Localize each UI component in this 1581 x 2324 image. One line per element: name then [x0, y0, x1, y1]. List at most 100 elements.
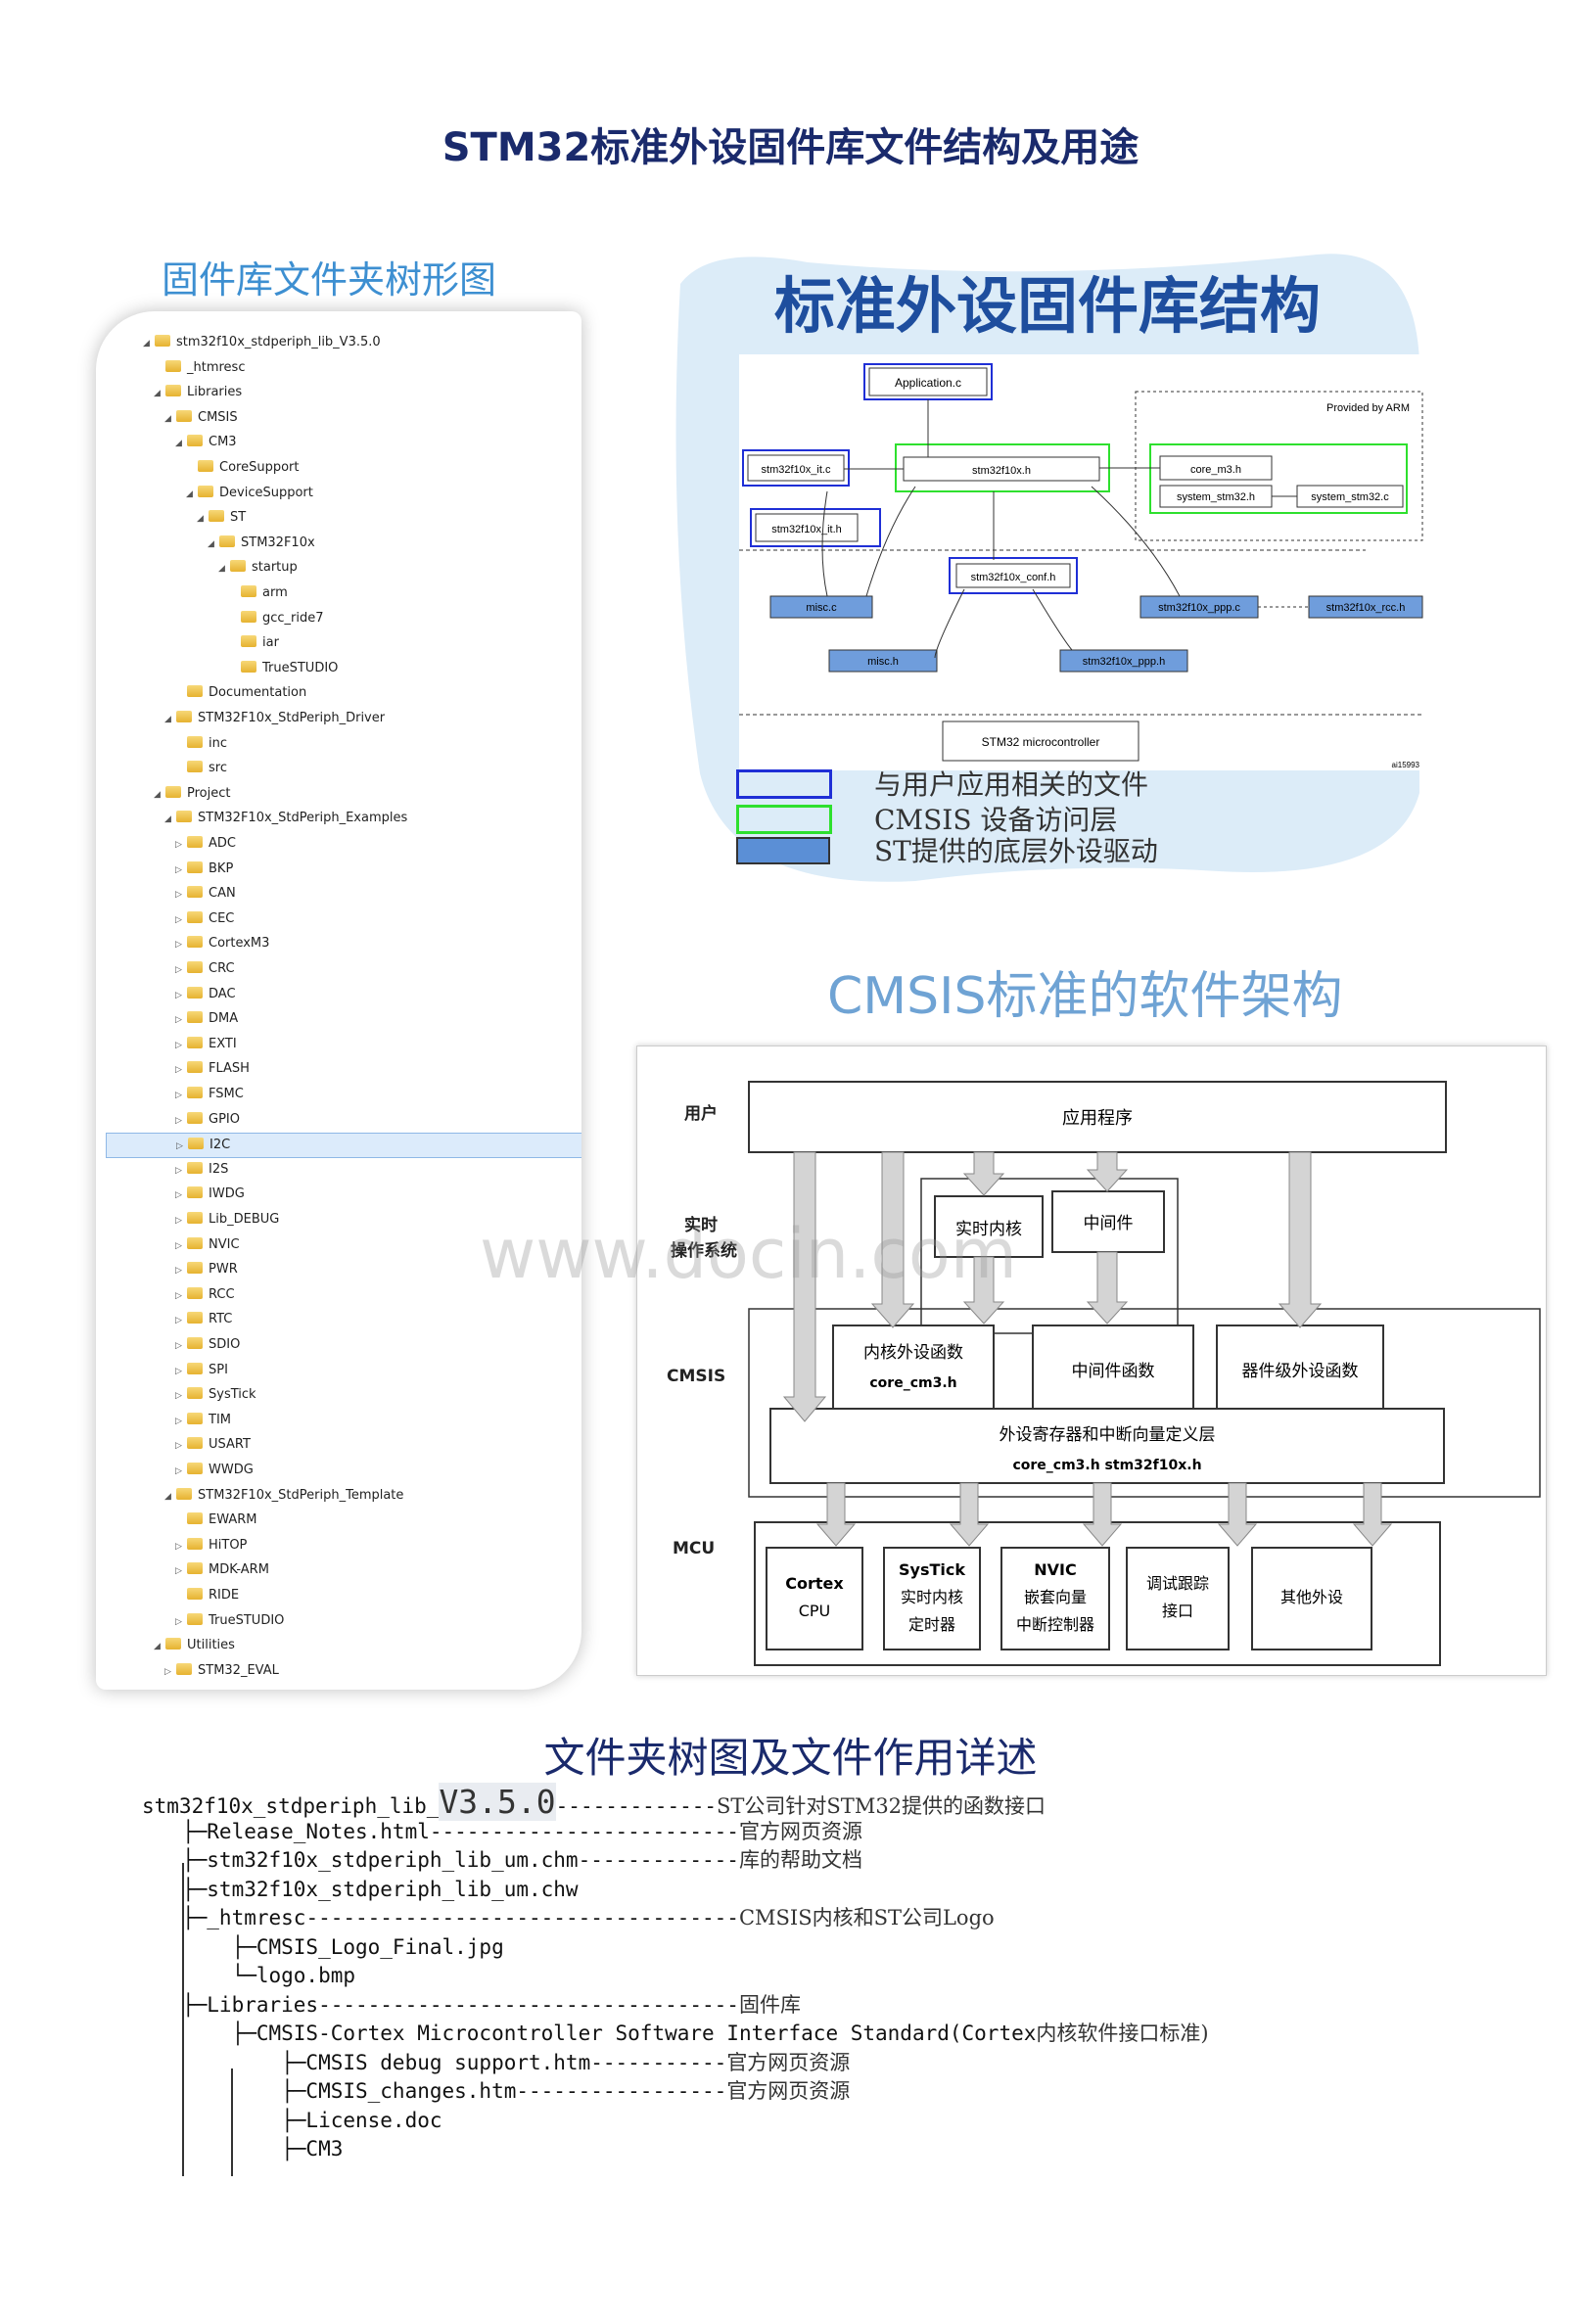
expand-toggle-icon[interactable]: ▷	[175, 1015, 182, 1026]
expand-toggle-icon[interactable]: ▷	[175, 1316, 182, 1326]
expand-toggle-icon[interactable]: ◢	[143, 339, 150, 349]
tree-folder-row[interactable]: ◢STM32F10x_StdPeriph_Template	[164, 1484, 403, 1508]
tree-folder-row[interactable]: ◢CMSIS	[164, 406, 238, 430]
expand-toggle-icon[interactable]: ◢	[154, 1642, 161, 1652]
tree-folder-row[interactable]: ▷I2C	[106, 1133, 581, 1159]
expand-toggle-icon[interactable]: ▷	[175, 1366, 182, 1376]
expand-toggle-icon[interactable]: ◢	[164, 1491, 171, 1502]
expand-toggle-icon[interactable]: ◢	[186, 488, 193, 499]
expand-toggle-icon[interactable]: ▷	[175, 1115, 182, 1126]
tree-folder-row[interactable]: inc	[175, 732, 227, 756]
tree-folder-row[interactable]: ▷CEC	[175, 907, 234, 931]
expand-toggle-icon[interactable]: ▷	[175, 1190, 182, 1201]
expand-toggle-icon[interactable]: ▷	[176, 1141, 183, 1152]
tree-folder-row[interactable]: ▷TIM	[175, 1409, 231, 1432]
expand-toggle-icon[interactable]: ▷	[175, 1091, 182, 1100]
tree-folder-row[interactable]: ▷SysTick	[175, 1383, 256, 1407]
tree-folder-row[interactable]: ◢Project	[154, 782, 230, 806]
tree-folder-row[interactable]: ▷NVIC	[175, 1233, 240, 1257]
expand-toggle-icon[interactable]: ▷	[175, 1441, 182, 1452]
tree-folder-row[interactable]: ▷CAN	[175, 882, 236, 906]
tree-folder-row[interactable]: ▷DAC	[175, 983, 236, 1006]
expand-toggle-icon[interactable]: ▷	[175, 1040, 182, 1050]
tree-folder-row[interactable]: ▷TrueSTUDIO	[175, 1609, 284, 1633]
tree-folder-row[interactable]: ▷I2S	[175, 1158, 228, 1182]
expand-toggle-icon[interactable]: ◢	[164, 814, 171, 825]
tree-folder-row[interactable]: iar	[229, 631, 279, 655]
tree-folder-row[interactable]: ▷HiTOP	[175, 1534, 247, 1557]
tree-folder-row[interactable]: ▷MDK-ARM	[175, 1558, 269, 1582]
tree-folder-row[interactable]: ◢stm32f10x_stdperiph_lib_V3.5.0	[143, 331, 381, 354]
tree-folder-row[interactable]: _htmresc	[154, 356, 245, 380]
expand-toggle-icon[interactable]: ◢	[218, 564, 225, 575]
expand-toggle-icon[interactable]: ◢	[197, 514, 204, 525]
tree-folder-row[interactable]: ▷USART	[175, 1433, 251, 1457]
tree-folder-row[interactable]: ▷FSMC	[175, 1083, 244, 1106]
tree-folder-row[interactable]: ▷IWDG	[175, 1183, 245, 1206]
expand-toggle-icon[interactable]: ▷	[164, 1666, 171, 1677]
tree-folder-row[interactable]: ▷RCC	[175, 1283, 235, 1307]
expand-toggle-icon[interactable]: ▷	[175, 1541, 182, 1552]
expand-toggle-icon[interactable]: ◢	[164, 715, 171, 724]
tree-folder-row[interactable]: ▷SDIO	[175, 1333, 240, 1357]
tree-folder-row[interactable]: ◢CM3	[175, 431, 237, 454]
tree-folder-row[interactable]: ▷GPIO	[175, 1108, 240, 1132]
tree-folder-row[interactable]: ▷CRC	[175, 957, 235, 981]
expand-toggle-icon[interactable]: ▷	[175, 940, 182, 951]
tree-folder-row[interactable]: ▷STM32_EVAL	[164, 1659, 279, 1683]
tree-folder-row[interactable]: ▷Lib_DEBUG	[175, 1208, 279, 1232]
folder-tree-panel[interactable]: ◢stm32f10x_stdperiph_lib_V3.5.0_htmresc◢…	[96, 311, 581, 1690]
expand-toggle-icon[interactable]: ▷	[175, 1065, 182, 1076]
expand-toggle-icon[interactable]: ◢	[175, 439, 182, 449]
tree-folder-row[interactable]: arm	[229, 581, 288, 605]
expand-toggle-icon[interactable]: ▷	[175, 1391, 182, 1402]
tree-folder-row[interactable]: ▷DMA	[175, 1007, 238, 1031]
expand-toggle-icon[interactable]: ▷	[175, 1266, 182, 1277]
tree-folder-row[interactable]: Documentation	[175, 681, 306, 705]
expand-toggle-icon[interactable]: ▷	[175, 965, 182, 975]
expand-toggle-icon[interactable]: ◢	[164, 413, 171, 424]
expand-toggle-icon[interactable]: ▷	[175, 914, 182, 925]
tree-folder-row[interactable]: ◢STM32F10x	[208, 532, 315, 555]
tree-folder-row[interactable]: ▷SPI	[175, 1359, 228, 1382]
tree-folder-row[interactable]: CoreSupport	[186, 456, 299, 480]
expand-toggle-icon[interactable]: ◢	[208, 538, 214, 549]
expand-toggle-icon[interactable]: ▷	[175, 990, 182, 1000]
expand-toggle-icon[interactable]: ▷	[175, 1466, 182, 1476]
tree-folder-row[interactable]: ◢Utilities	[154, 1634, 235, 1657]
expand-toggle-icon[interactable]: ▷	[175, 864, 182, 875]
expand-toggle-icon[interactable]: ◢	[154, 789, 161, 800]
tree-folder-row[interactable]: ▷RTC	[175, 1308, 232, 1331]
tree-folder-row[interactable]: ◢STM32F10x_StdPeriph_Driver	[164, 707, 385, 730]
tree-folder-row[interactable]: ◢startup	[218, 556, 298, 580]
expand-toggle-icon[interactable]: ▷	[175, 840, 182, 850]
expand-toggle-icon[interactable]: ▷	[175, 1416, 182, 1426]
expand-toggle-icon[interactable]: ▷	[175, 1240, 182, 1251]
tree-folder-row[interactable]: ▷ PWR	[175, 1258, 238, 1281]
tree-folder-row[interactable]: ▷WWDG	[175, 1459, 254, 1482]
expand-toggle-icon[interactable]: ▷	[175, 1341, 182, 1351]
tree-folder-row[interactable]: ◢Libraries	[154, 381, 242, 404]
tree-folder-row[interactable]: TrueSTUDIO	[229, 657, 338, 680]
expand-toggle-icon[interactable]: ▷	[175, 1290, 182, 1301]
tree-folder-row[interactable]: ▷CortexM3	[175, 932, 269, 955]
tree-folder-row[interactable]: ◢STM32F10x_StdPeriph_Examples	[164, 807, 407, 830]
tree-folder-label: EXTI	[209, 1036, 237, 1051]
tree-folder-row[interactable]: RIDE	[175, 1584, 239, 1607]
expand-toggle-icon[interactable]: ▷	[175, 1165, 182, 1176]
tree-folder-row[interactable]: ▷FLASH	[175, 1057, 250, 1081]
expand-toggle-icon[interactable]: ▷	[175, 1616, 182, 1627]
tree-folder-row[interactable]: ▷ADC	[175, 832, 236, 856]
tree-folder-label: PWR	[209, 1262, 238, 1278]
expand-toggle-icon[interactable]: ▷	[175, 1566, 182, 1577]
tree-folder-row[interactable]: src	[175, 757, 227, 780]
tree-folder-row[interactable]: ▷BKP	[175, 858, 233, 881]
tree-folder-row[interactable]: ◢DeviceSupport	[186, 482, 313, 505]
tree-folder-row[interactable]: EWARM	[175, 1509, 257, 1532]
tree-folder-row[interactable]: gcc_ride7	[229, 607, 324, 630]
tree-folder-row[interactable]: ▷ EXTI	[175, 1033, 237, 1056]
tree-folder-row[interactable]: ◢ST	[197, 506, 246, 530]
expand-toggle-icon[interactable]: ▷	[175, 890, 182, 901]
expand-toggle-icon[interactable]: ▷	[175, 1216, 182, 1226]
expand-toggle-icon[interactable]: ◢	[154, 389, 161, 399]
